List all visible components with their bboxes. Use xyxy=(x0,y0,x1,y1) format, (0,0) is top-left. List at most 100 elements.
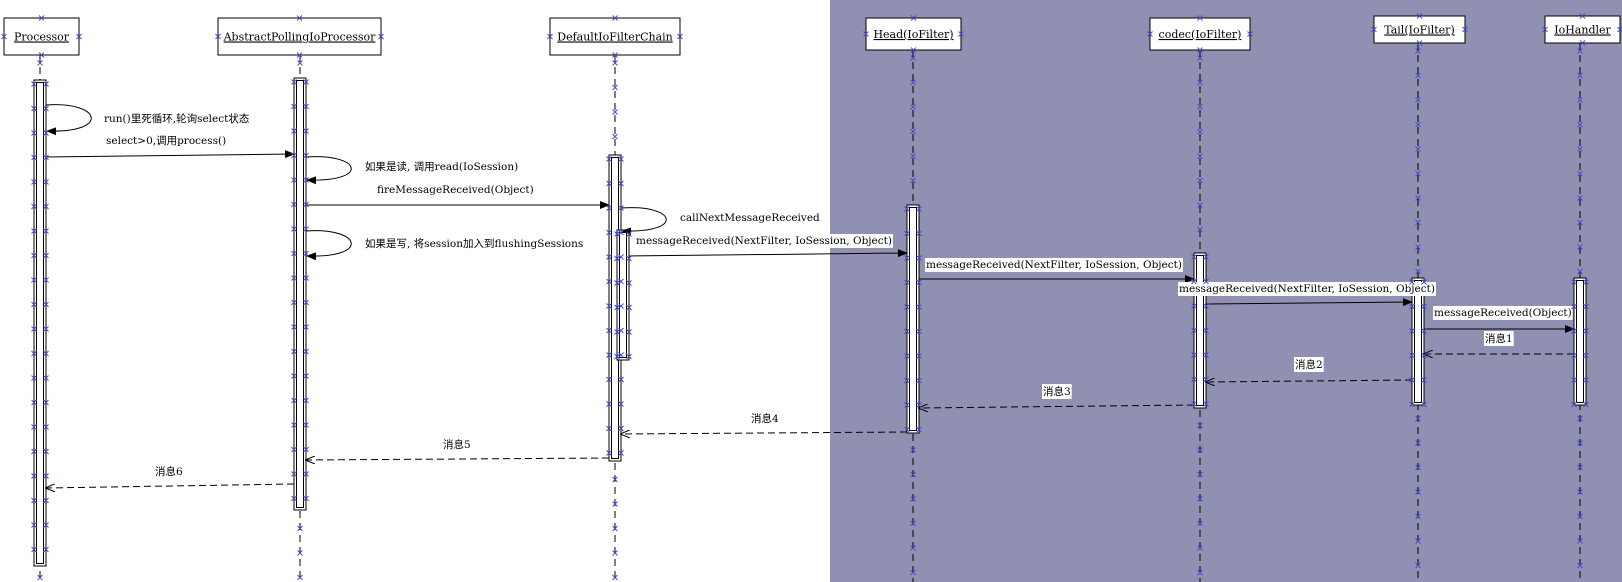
activation-marker xyxy=(1203,303,1209,309)
activation-marker xyxy=(303,299,309,306)
message-label: messageReceived(NextFilter, IoSession, O… xyxy=(926,259,1182,271)
lifeline-marker xyxy=(1197,447,1203,453)
activation-bar-codec[interactable] xyxy=(1193,252,1207,409)
activation-marker xyxy=(31,326,37,332)
activation-marker xyxy=(606,352,612,358)
box-handle-marker xyxy=(612,52,618,58)
message-m-run-loop[interactable]: run()里死循环,轮询select状态 xyxy=(45,104,250,136)
box-handle-marker xyxy=(1247,31,1253,37)
activation-bar-handler[interactable] xyxy=(1573,277,1587,406)
activation-marker xyxy=(1203,401,1209,407)
message-label-background xyxy=(1433,306,1573,320)
activation-marker xyxy=(31,130,37,136)
activation-marker xyxy=(43,522,49,528)
message-m-recv-head[interactable]: messageReceived(NextFilter, IoSession, O… xyxy=(628,234,908,258)
message-label: 消息6 xyxy=(155,465,183,478)
participant-codec[interactable]: codec(IoFilter) xyxy=(1149,17,1251,51)
message-m-ret-6[interactable]: 消息6 xyxy=(46,465,295,488)
message-label: 消息2 xyxy=(1295,358,1323,371)
activation-marker xyxy=(904,255,910,261)
message-m-ret-5[interactable]: 消息5 xyxy=(306,438,610,460)
box-handle-marker xyxy=(1147,31,1153,37)
lifeline-marker xyxy=(1577,440,1583,446)
message-m-call-next[interactable]: callNextMessageReceived xyxy=(620,207,820,236)
activation-bar-outer xyxy=(1573,277,1587,406)
lifeline-marker xyxy=(910,447,916,453)
box-handle-marker xyxy=(910,47,917,53)
message-label: fireMessageReceived(Object) xyxy=(377,184,534,196)
lifeline-marker xyxy=(1197,55,1203,61)
activation-marker xyxy=(618,401,624,407)
activation-marker xyxy=(916,402,922,408)
message-m-ret-2[interactable]: 消息2 xyxy=(1206,357,1413,382)
activation-marker xyxy=(31,154,37,161)
participant-handler[interactable]: IoHandler xyxy=(1544,15,1621,44)
lifeline-marker xyxy=(1577,244,1583,250)
activation-marker xyxy=(303,201,309,208)
activation-marker xyxy=(303,422,309,428)
activation-marker xyxy=(43,301,49,308)
lifeline-marker xyxy=(1577,562,1583,569)
message-m-ret-3[interactable]: 消息3 xyxy=(919,384,1195,408)
activation-marker xyxy=(303,226,309,232)
message-m-ret-4[interactable]: 消息4 xyxy=(621,412,908,434)
activation-marker xyxy=(618,352,624,358)
message-label: select>0,调用process() xyxy=(106,135,226,147)
message-label-background xyxy=(925,258,1183,272)
participant-label: Head(IoFilter) xyxy=(873,28,953,41)
message-m-write[interactable]: 如果是写, 将session加入到flushingSessions xyxy=(305,230,583,261)
message-label: messageReceived(Object) xyxy=(1434,307,1572,319)
participant-apip[interactable]: AbstractPollingIoProcessor xyxy=(217,17,382,56)
activation-marker xyxy=(43,81,49,87)
activation-marker xyxy=(614,353,620,360)
activation-marker xyxy=(606,229,612,236)
lifeline-marker xyxy=(1577,146,1583,152)
activation-marker xyxy=(1421,328,1427,334)
lifeline-marker xyxy=(1577,170,1583,177)
activation-bar-difc[interactable] xyxy=(616,229,630,361)
message-label-background xyxy=(1042,384,1072,399)
lifeline-marker xyxy=(37,60,43,66)
lifeline-marker xyxy=(1577,415,1583,422)
participant-head[interactable]: Head(IoFilter) xyxy=(865,17,962,51)
message-m-fire[interactable]: fireMessageReceived(Object) xyxy=(306,184,610,209)
activation-bar-apip[interactable] xyxy=(293,77,307,511)
participant-difc[interactable]: DefaultIoFilterChain xyxy=(549,17,681,56)
activation-marker xyxy=(303,79,309,85)
message-m-read[interactable]: 如果是读, 调用read(IoSession) xyxy=(305,156,518,185)
lifeline-marker xyxy=(910,55,916,61)
lifeline-marker xyxy=(612,60,618,66)
activation-marker xyxy=(626,255,632,262)
lifeline-marker xyxy=(910,128,916,135)
message-label-background xyxy=(1294,357,1324,372)
message-m-recv-tail[interactable]: messageReceived(NextFilter, IoSession, O… xyxy=(1178,282,1436,307)
message-m-recv-handler[interactable]: messageReceived(Object) xyxy=(1424,306,1575,333)
activation-marker xyxy=(618,450,624,456)
lifeline-marker xyxy=(1197,226,1203,233)
activation-marker xyxy=(904,377,910,384)
activation-bar-tail[interactable] xyxy=(1411,277,1425,406)
lifeline-marker xyxy=(1197,569,1203,576)
activation-bar-head[interactable] xyxy=(906,204,920,434)
message-label-background xyxy=(635,234,893,248)
activation-bar-processor[interactable] xyxy=(33,79,47,567)
activation-marker xyxy=(31,473,37,479)
message-m-ret-1[interactable]: 消息1 xyxy=(1424,331,1574,354)
message-m-recv-codec[interactable]: messageReceived(NextFilter, IoSession, O… xyxy=(919,258,1195,283)
lifeline-marker xyxy=(1415,219,1421,226)
activation-marker xyxy=(291,226,297,232)
activation-marker xyxy=(291,103,297,110)
self-message-arrow xyxy=(305,156,352,185)
activation-bar-outer xyxy=(33,79,47,567)
activation-marker xyxy=(618,156,624,162)
participant-tail[interactable]: Tail(IoFilter) xyxy=(1373,15,1466,44)
lifeline-marker xyxy=(1197,471,1203,478)
lifeline-marker xyxy=(1197,128,1203,135)
message-m-process[interactable]: select>0,调用process() xyxy=(45,135,295,159)
participant-processor[interactable]: Processor xyxy=(3,17,80,56)
lifeline-marker xyxy=(1197,202,1203,208)
message-label: 如果是写, 将session加入到flushingSessions xyxy=(365,237,583,250)
activation-marker xyxy=(1191,303,1197,309)
activation-marker xyxy=(916,377,922,384)
